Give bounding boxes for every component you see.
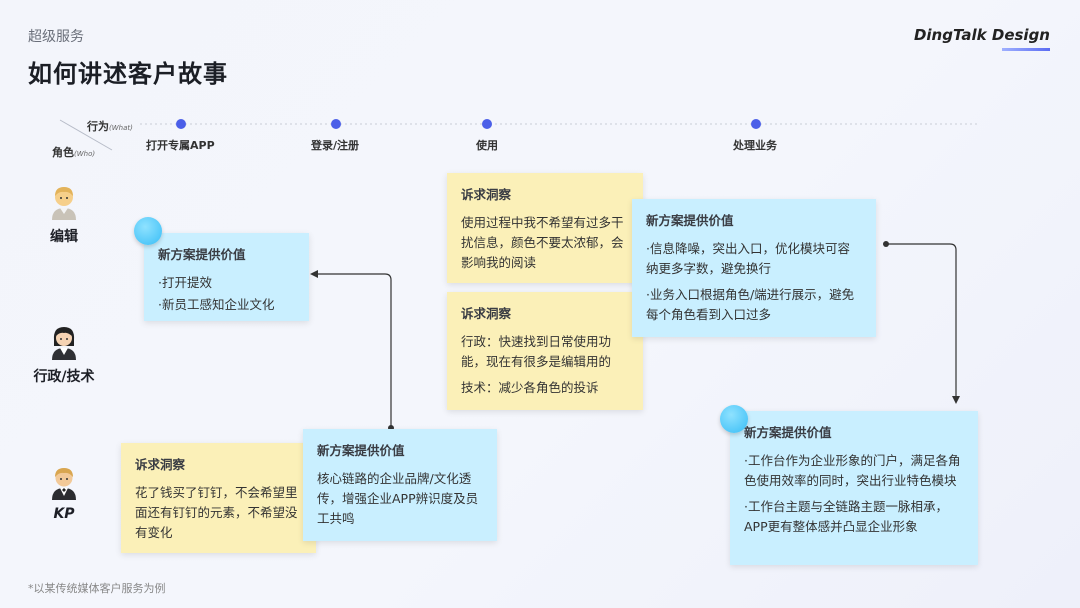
- role-editor: 编辑: [24, 184, 104, 246]
- page-title: 如何讲述客户故事: [28, 60, 228, 88]
- note-bullet: ·打开提效: [158, 275, 212, 290]
- role-name-kp: KP: [53, 506, 75, 522]
- note-title: 新方案提供价值: [744, 425, 832, 440]
- axis-what-text: 行为: [87, 120, 109, 133]
- insight-note-editor: 诉求洞察 使用过程中我不希望有过多干扰信息，颜色不要太浓郁，会影响我的阅读: [447, 173, 643, 283]
- connector-arrow-2: [886, 243, 957, 398]
- axis-who-text: 角色: [52, 146, 74, 159]
- note-bullet: ·工作台作为企业形象的门户，满足各角色使用效率的同时，突出行业特色模块: [744, 453, 961, 488]
- role-admin-tech: 行政/技术: [24, 324, 104, 386]
- pushpin-icon: [134, 217, 162, 245]
- brand-logo: DingTalk Design: [913, 26, 1050, 44]
- footnote: *以某传统媒体客户服务为例: [28, 582, 166, 595]
- role-name-admin: 行政/技术: [33, 369, 95, 385]
- step-label-1: 打开专属APP: [146, 139, 215, 152]
- note-body: 使用过程中我不希望有过多干扰信息，颜色不要太浓郁，会影响我的阅读: [461, 215, 624, 270]
- page-subtitle: 超级服务: [28, 29, 84, 45]
- note-title: 诉求洞察: [461, 187, 512, 202]
- brand-underline: [1002, 48, 1050, 51]
- note-body: 行政：快速找到日常使用功能，现在有很多是编辑用的: [461, 334, 612, 369]
- note-body: 技术：减少各角色的投诉: [461, 380, 599, 395]
- step-label-4: 处理业务: [733, 139, 777, 152]
- insight-note-admin: 诉求洞察 行政：快速找到日常使用功能，现在有很多是编辑用的 技术：减少各角色的投…: [447, 292, 643, 410]
- note-bullet: ·信息降噪，突出入口，优化模块可容纳更多字数，避免换行: [646, 241, 850, 276]
- note-title: 新方案提供价值: [158, 247, 246, 262]
- note-body: 花了钱买了钉钉，不会希望里面还有钉钉的元素，不希望没有变化: [135, 485, 298, 540]
- connector-dot-2: [883, 241, 889, 247]
- connector-arrow-1: [316, 273, 392, 428]
- admin-avatar-icon: [52, 327, 76, 360]
- step-dot-1: [176, 119, 186, 129]
- axis-what-sub: (What): [109, 124, 133, 132]
- note-title: 诉求洞察: [461, 306, 512, 321]
- note-title: 新方案提供价值: [646, 213, 734, 228]
- note-title: 新方案提供价值: [317, 443, 405, 458]
- value-note-workbench: 新方案提供价值 ·工作台作为企业形象的门户，满足各角色使用效率的同时，突出行业特…: [730, 411, 978, 565]
- axis-who-sub: (Who): [74, 150, 96, 158]
- step-dot-3: [482, 119, 492, 129]
- role-kp: KP: [24, 464, 104, 522]
- axis-who-label: 角色(Who): [52, 144, 95, 160]
- editor-avatar-icon: [52, 187, 76, 220]
- arrowhead-1: [310, 270, 318, 278]
- value-note-business: 新方案提供价值 ·信息降噪，突出入口，优化模块可容纳更多字数，避免换行 ·业务入…: [632, 199, 876, 337]
- pushpin-icon: [720, 405, 748, 433]
- value-note-kp: 新方案提供价值 核心链路的企业品牌/文化透传，增强企业APP辨识度及员工共鸣: [303, 429, 497, 541]
- value-note-open: 新方案提供价值 ·打开提效 ·新员工感知企业文化: [144, 233, 309, 321]
- note-body: 核心链路的企业品牌/文化透传，增强企业APP辨识度及员工共鸣: [317, 471, 479, 526]
- axis-what-label: 行为(What): [87, 118, 133, 134]
- note-bullet: ·工作台主题与全链路主题一脉相承，APP更有整体感并凸显企业形象: [744, 499, 948, 534]
- kp-avatar-icon: [52, 468, 76, 500]
- step-label-3: 使用: [476, 139, 498, 152]
- role-name-editor: 编辑: [50, 229, 78, 245]
- note-bullet: ·业务入口根据角色/端进行展示，避免每个角色看到入口过多: [646, 287, 855, 322]
- step-dot-2: [331, 119, 341, 129]
- step-label-2: 登录/注册: [311, 139, 360, 152]
- arrowhead-2: [952, 396, 960, 404]
- note-bullet: ·新员工感知企业文化: [158, 297, 275, 312]
- step-dot-4: [751, 119, 761, 129]
- insight-note-kp: 诉求洞察 花了钱买了钉钉，不会希望里面还有钉钉的元素，不希望没有变化: [121, 443, 316, 553]
- note-title: 诉求洞察: [135, 457, 186, 472]
- axis-diagonal: [59, 119, 113, 151]
